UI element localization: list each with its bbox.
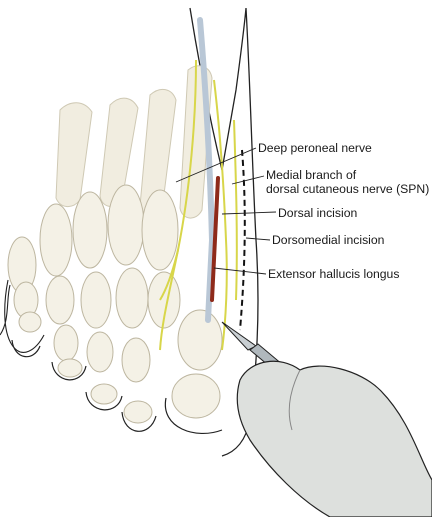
nerve-branches <box>159 59 238 351</box>
scalpel-blade <box>221 321 257 351</box>
label-medial-branch-line1: Medial branch of <box>266 168 357 182</box>
label-dorsal-incision: Dorsal incision <box>278 206 358 220</box>
label-extensor-hallucis-longus: Extensor hallucis longus <box>268 267 400 281</box>
toe-3 <box>72 191 118 405</box>
great-toe <box>171 309 223 419</box>
toe-outlines <box>11 339 223 434</box>
dorsal-incision-mark <box>210 176 220 302</box>
gloved-hand <box>236 360 432 517</box>
label-medial-branch-line2: dorsal cutaneous nerve (SPN) <box>266 182 430 196</box>
toe-4 <box>39 203 83 378</box>
toe-2b <box>141 189 181 329</box>
label-dorsomedial-incision: Dorsomedial incision <box>272 233 385 247</box>
extensor-tendon <box>197 17 216 323</box>
foot-lateral-outline <box>0 279 45 353</box>
label-medial-branch: Medial branch of dorsal cutaneous nerve … <box>266 168 429 196</box>
leader-lines <box>175 147 277 275</box>
toe-5 <box>7 236 42 333</box>
glove-finger-fold <box>288 369 301 431</box>
dorsomedial-incision-line <box>239 149 246 331</box>
toe-2 <box>107 184 153 424</box>
label-deep-peroneal-nerve: Deep peroneal nerve <box>258 141 372 155</box>
